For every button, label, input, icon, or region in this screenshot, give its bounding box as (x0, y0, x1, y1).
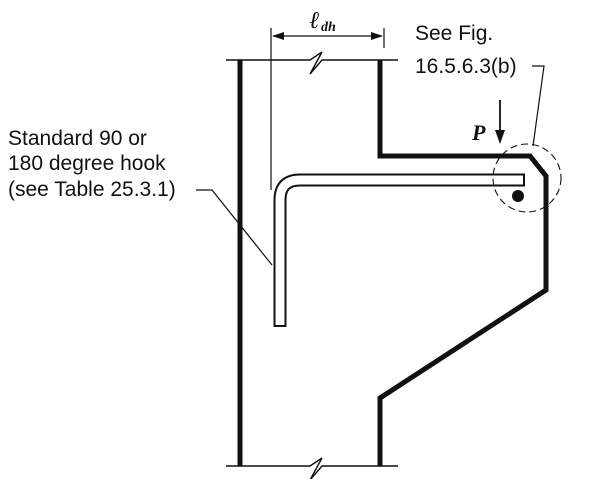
dimension-symbol: ℓ (309, 8, 319, 34)
callout-right-leader (532, 65, 545, 147)
corbel-outline (377, 60, 549, 466)
detail-circle (492, 143, 562, 213)
callout-left-line3: (see Table 25.3.1) (8, 178, 176, 201)
callout-right-line1: See Fig. (415, 22, 493, 45)
hooked-bar-inner (275, 175, 524, 326)
load-arrow-head (495, 130, 505, 144)
column-top-break-line (226, 51, 398, 75)
dimension-subscript: dh (321, 20, 336, 35)
dimension-arrow-left (272, 32, 284, 40)
callout-left-line2: 180 degree hook (8, 152, 166, 175)
dimension-arrow-right (371, 32, 383, 40)
transverse-bar-dot (512, 190, 524, 202)
callout-right-line2: 16.5.6.3(b) (415, 55, 517, 78)
callout-left-line1: Standard 90 or (8, 127, 147, 150)
load-symbol: P (471, 120, 486, 145)
hooked-bar (273, 173, 524, 326)
callout-left-leader (196, 189, 273, 266)
column-bottom-break-line (226, 457, 398, 479)
